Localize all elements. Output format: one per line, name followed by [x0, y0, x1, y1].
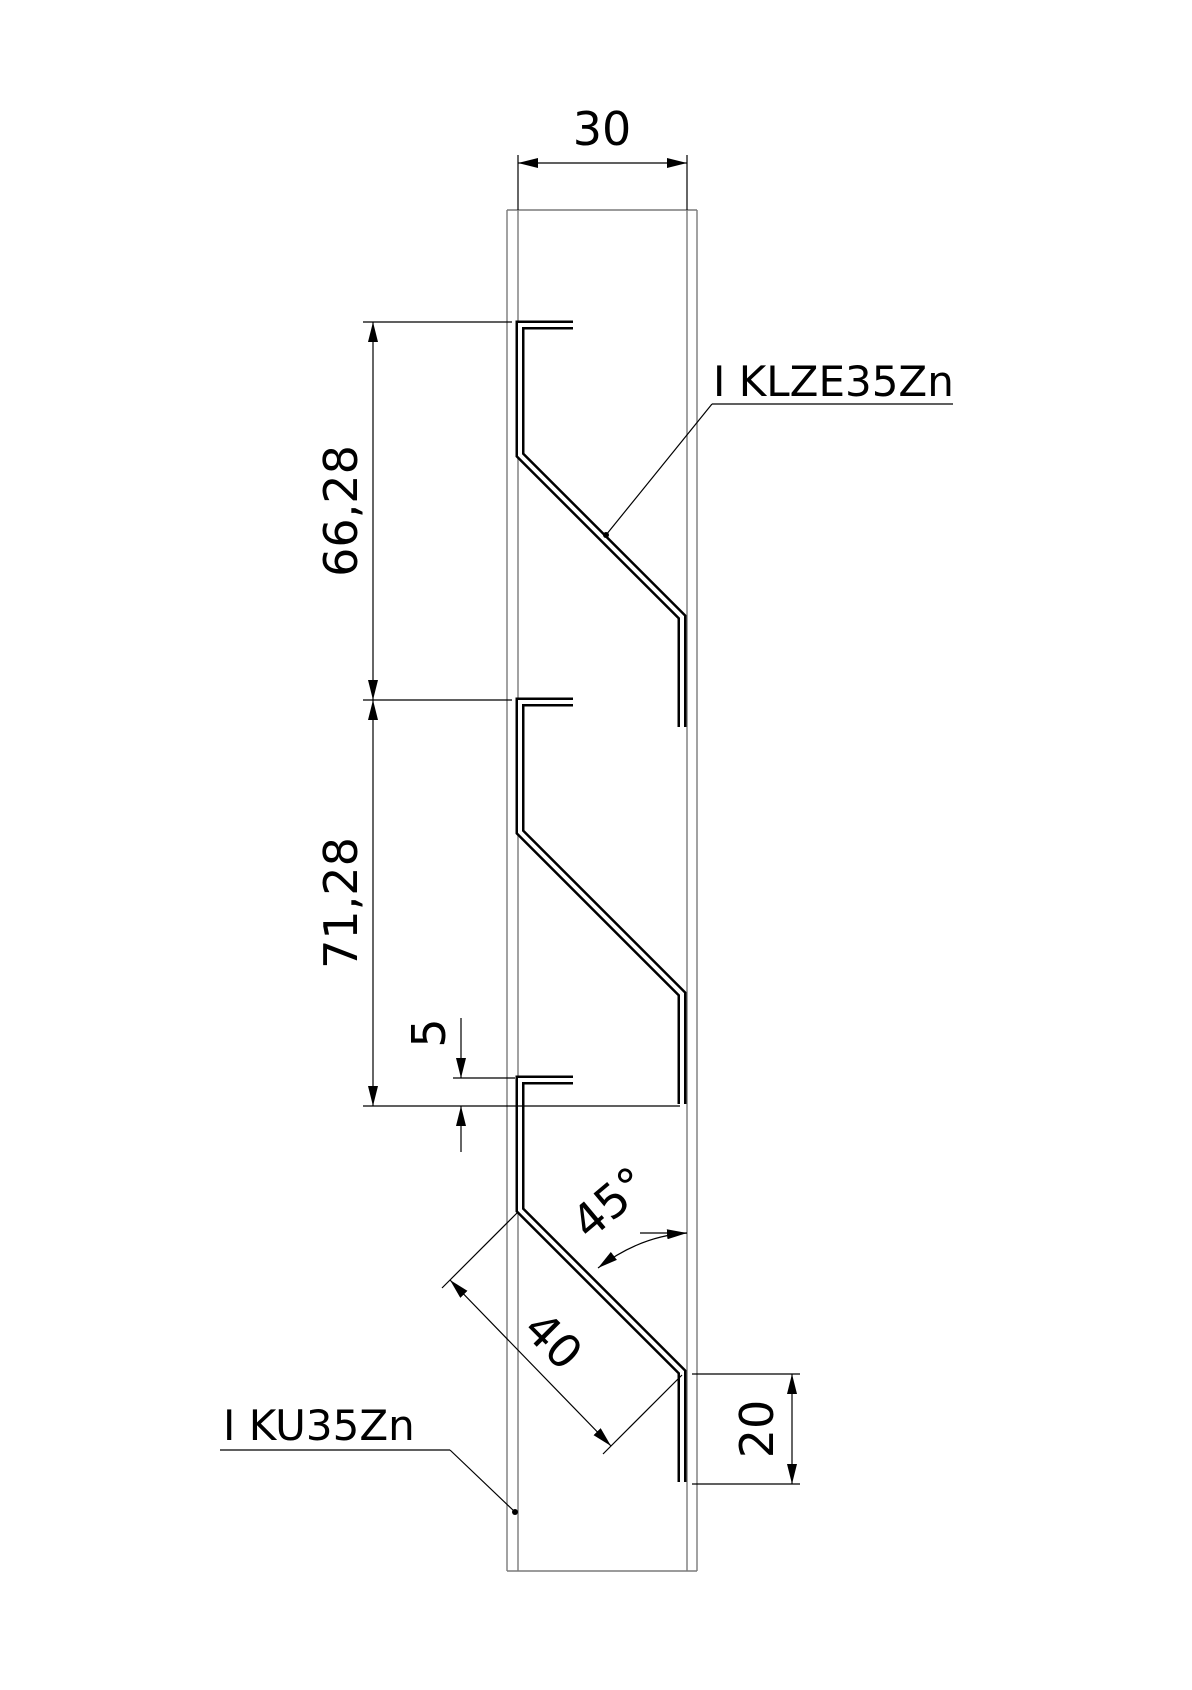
louvre-blade-1: [515, 320, 687, 727]
dimension-offset: 5: [402, 1018, 515, 1152]
dimension-bottom-flange: 20: [692, 1373, 800, 1485]
dimension-pitch-top-label: 66,28: [314, 445, 368, 577]
louvre-blade-3: [515, 1075, 687, 1482]
dimension-pitch: 66,28 71,28: [314, 321, 680, 1107]
dimension-pitch-middle-label: 71,28: [314, 837, 368, 969]
dimension-top-width: 30: [517, 102, 688, 210]
dimension-angle: 45°: [561, 1156, 688, 1269]
dimension-angle-label: 45°: [561, 1156, 658, 1250]
dimension-top-width-label: 30: [573, 102, 632, 156]
frame-channel: [506, 209, 698, 1572]
leader-frame-profile: I KU35Zn: [220, 1401, 518, 1515]
dimension-offset-label: 5: [402, 1018, 456, 1047]
label-blade-profile: I KLZE35Zn: [713, 357, 954, 406]
dimension-bottom-flange-label: 20: [730, 1400, 784, 1459]
label-frame-profile: I KU35Zn: [223, 1401, 415, 1450]
louvre-blade-2: [515, 697, 687, 1104]
dimension-blade-length-label: 40: [514, 1301, 594, 1381]
leader-blade-profile: I KLZE35Zn: [603, 357, 954, 538]
